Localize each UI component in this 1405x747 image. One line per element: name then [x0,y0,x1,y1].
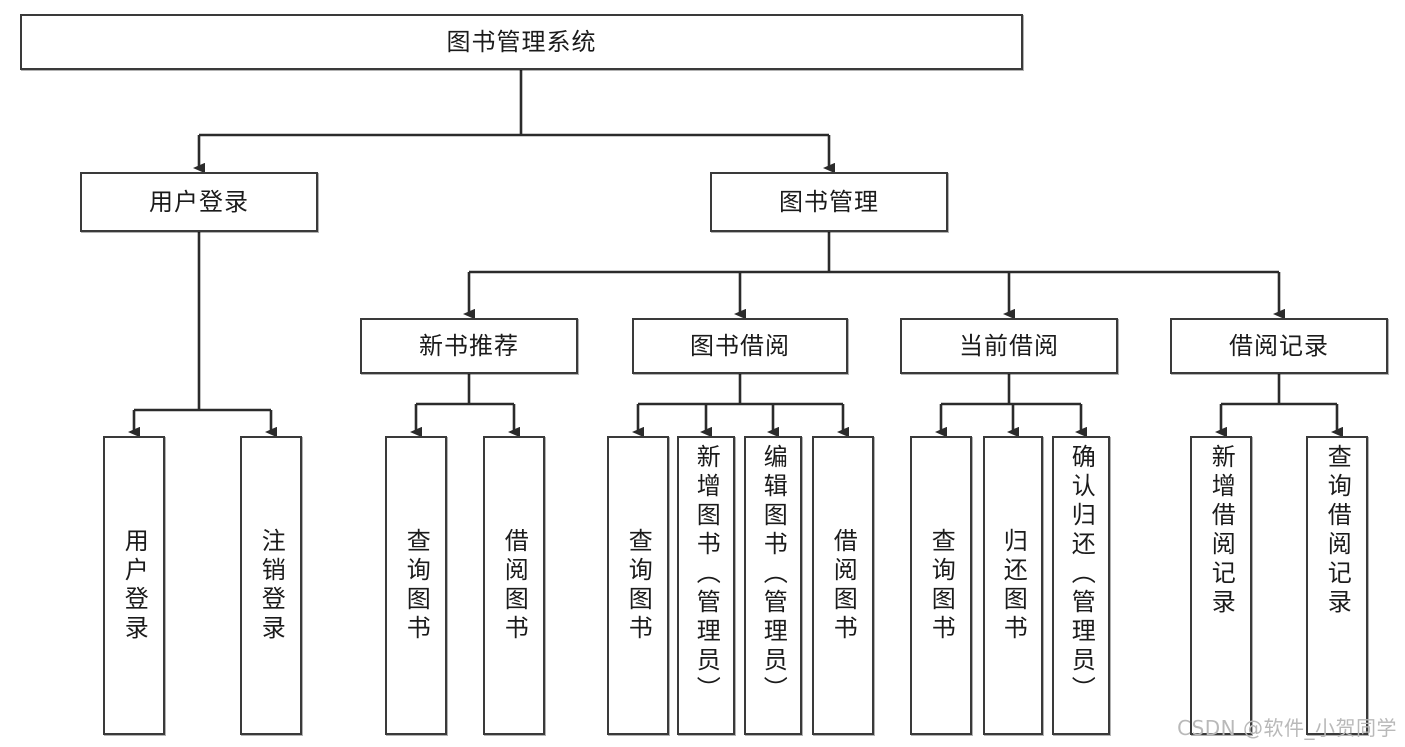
leaf-query-book-current[interactable]: 查询图书 [910,436,972,735]
leaf-confirm-return-label: 确认归还（管理员） [1067,444,1096,705]
node-borrow-records-label: 借阅记录 [1229,331,1329,360]
leaf-borrow-book-recommend-label: 借阅图书 [500,527,529,644]
node-root-label: 图书管理系统 [446,27,597,56]
node-current-borrow-label: 当前借阅 [959,331,1059,360]
leaf-query-book-recommend[interactable]: 查询图书 [385,436,447,735]
leaf-add-book[interactable]: 新增图书（管理员） [677,436,735,735]
node-book-management[interactable]: 图书管理 [710,172,948,232]
leaf-borrow-book-label: 借阅图书 [829,527,858,644]
leaf-add-book-label: 新增图书（管理员） [692,444,721,705]
leaf-logout-login[interactable]: 注销登录 [240,436,302,735]
leaf-return-book-label: 归还图书 [999,527,1028,644]
leaf-add-borrow-record[interactable]: 新增借阅记录 [1190,436,1252,735]
node-user-login-label: 用户登录 [149,187,249,216]
leaf-borrow-book[interactable]: 借阅图书 [812,436,874,735]
node-book-borrow-label: 图书借阅 [690,331,790,360]
leaf-query-borrow-record[interactable]: 查询借阅记录 [1306,436,1368,735]
leaf-borrow-book-recommend[interactable]: 借阅图书 [483,436,545,735]
node-borrow-records[interactable]: 借阅记录 [1170,318,1388,374]
leaf-return-book[interactable]: 归还图书 [983,436,1043,735]
node-current-borrow[interactable]: 当前借阅 [900,318,1118,374]
leaf-query-book-borrow[interactable]: 查询图书 [607,436,669,735]
csdn-watermark: CSDN @软件_小贺同学 [1177,716,1397,740]
node-new-book-recommend[interactable]: 新书推荐 [360,318,578,374]
node-book-management-label: 图书管理 [779,187,879,216]
leaf-add-borrow-record-label: 新增借阅记录 [1207,444,1236,618]
leaf-confirm-return[interactable]: 确认归还（管理员） [1052,436,1110,735]
leaf-edit-book[interactable]: 编辑图书（管理员） [744,436,802,735]
node-root[interactable]: 图书管理系统 [20,14,1023,70]
leaf-query-borrow-record-label: 查询借阅记录 [1323,444,1352,618]
node-new-book-recommend-label: 新书推荐 [419,331,519,360]
leaf-logout-login-label: 注销登录 [257,527,286,644]
leaf-user-login-label: 用户登录 [120,527,149,644]
leaf-query-book-current-label: 查询图书 [927,527,956,644]
leaf-user-login[interactable]: 用户登录 [103,436,165,735]
leaf-query-book-recommend-label: 查询图书 [402,527,431,644]
leaf-query-book-borrow-label: 查询图书 [624,527,653,644]
node-user-login[interactable]: 用户登录 [80,172,318,232]
node-book-borrow[interactable]: 图书借阅 [632,318,848,374]
leaf-edit-book-label: 编辑图书（管理员） [759,444,788,705]
